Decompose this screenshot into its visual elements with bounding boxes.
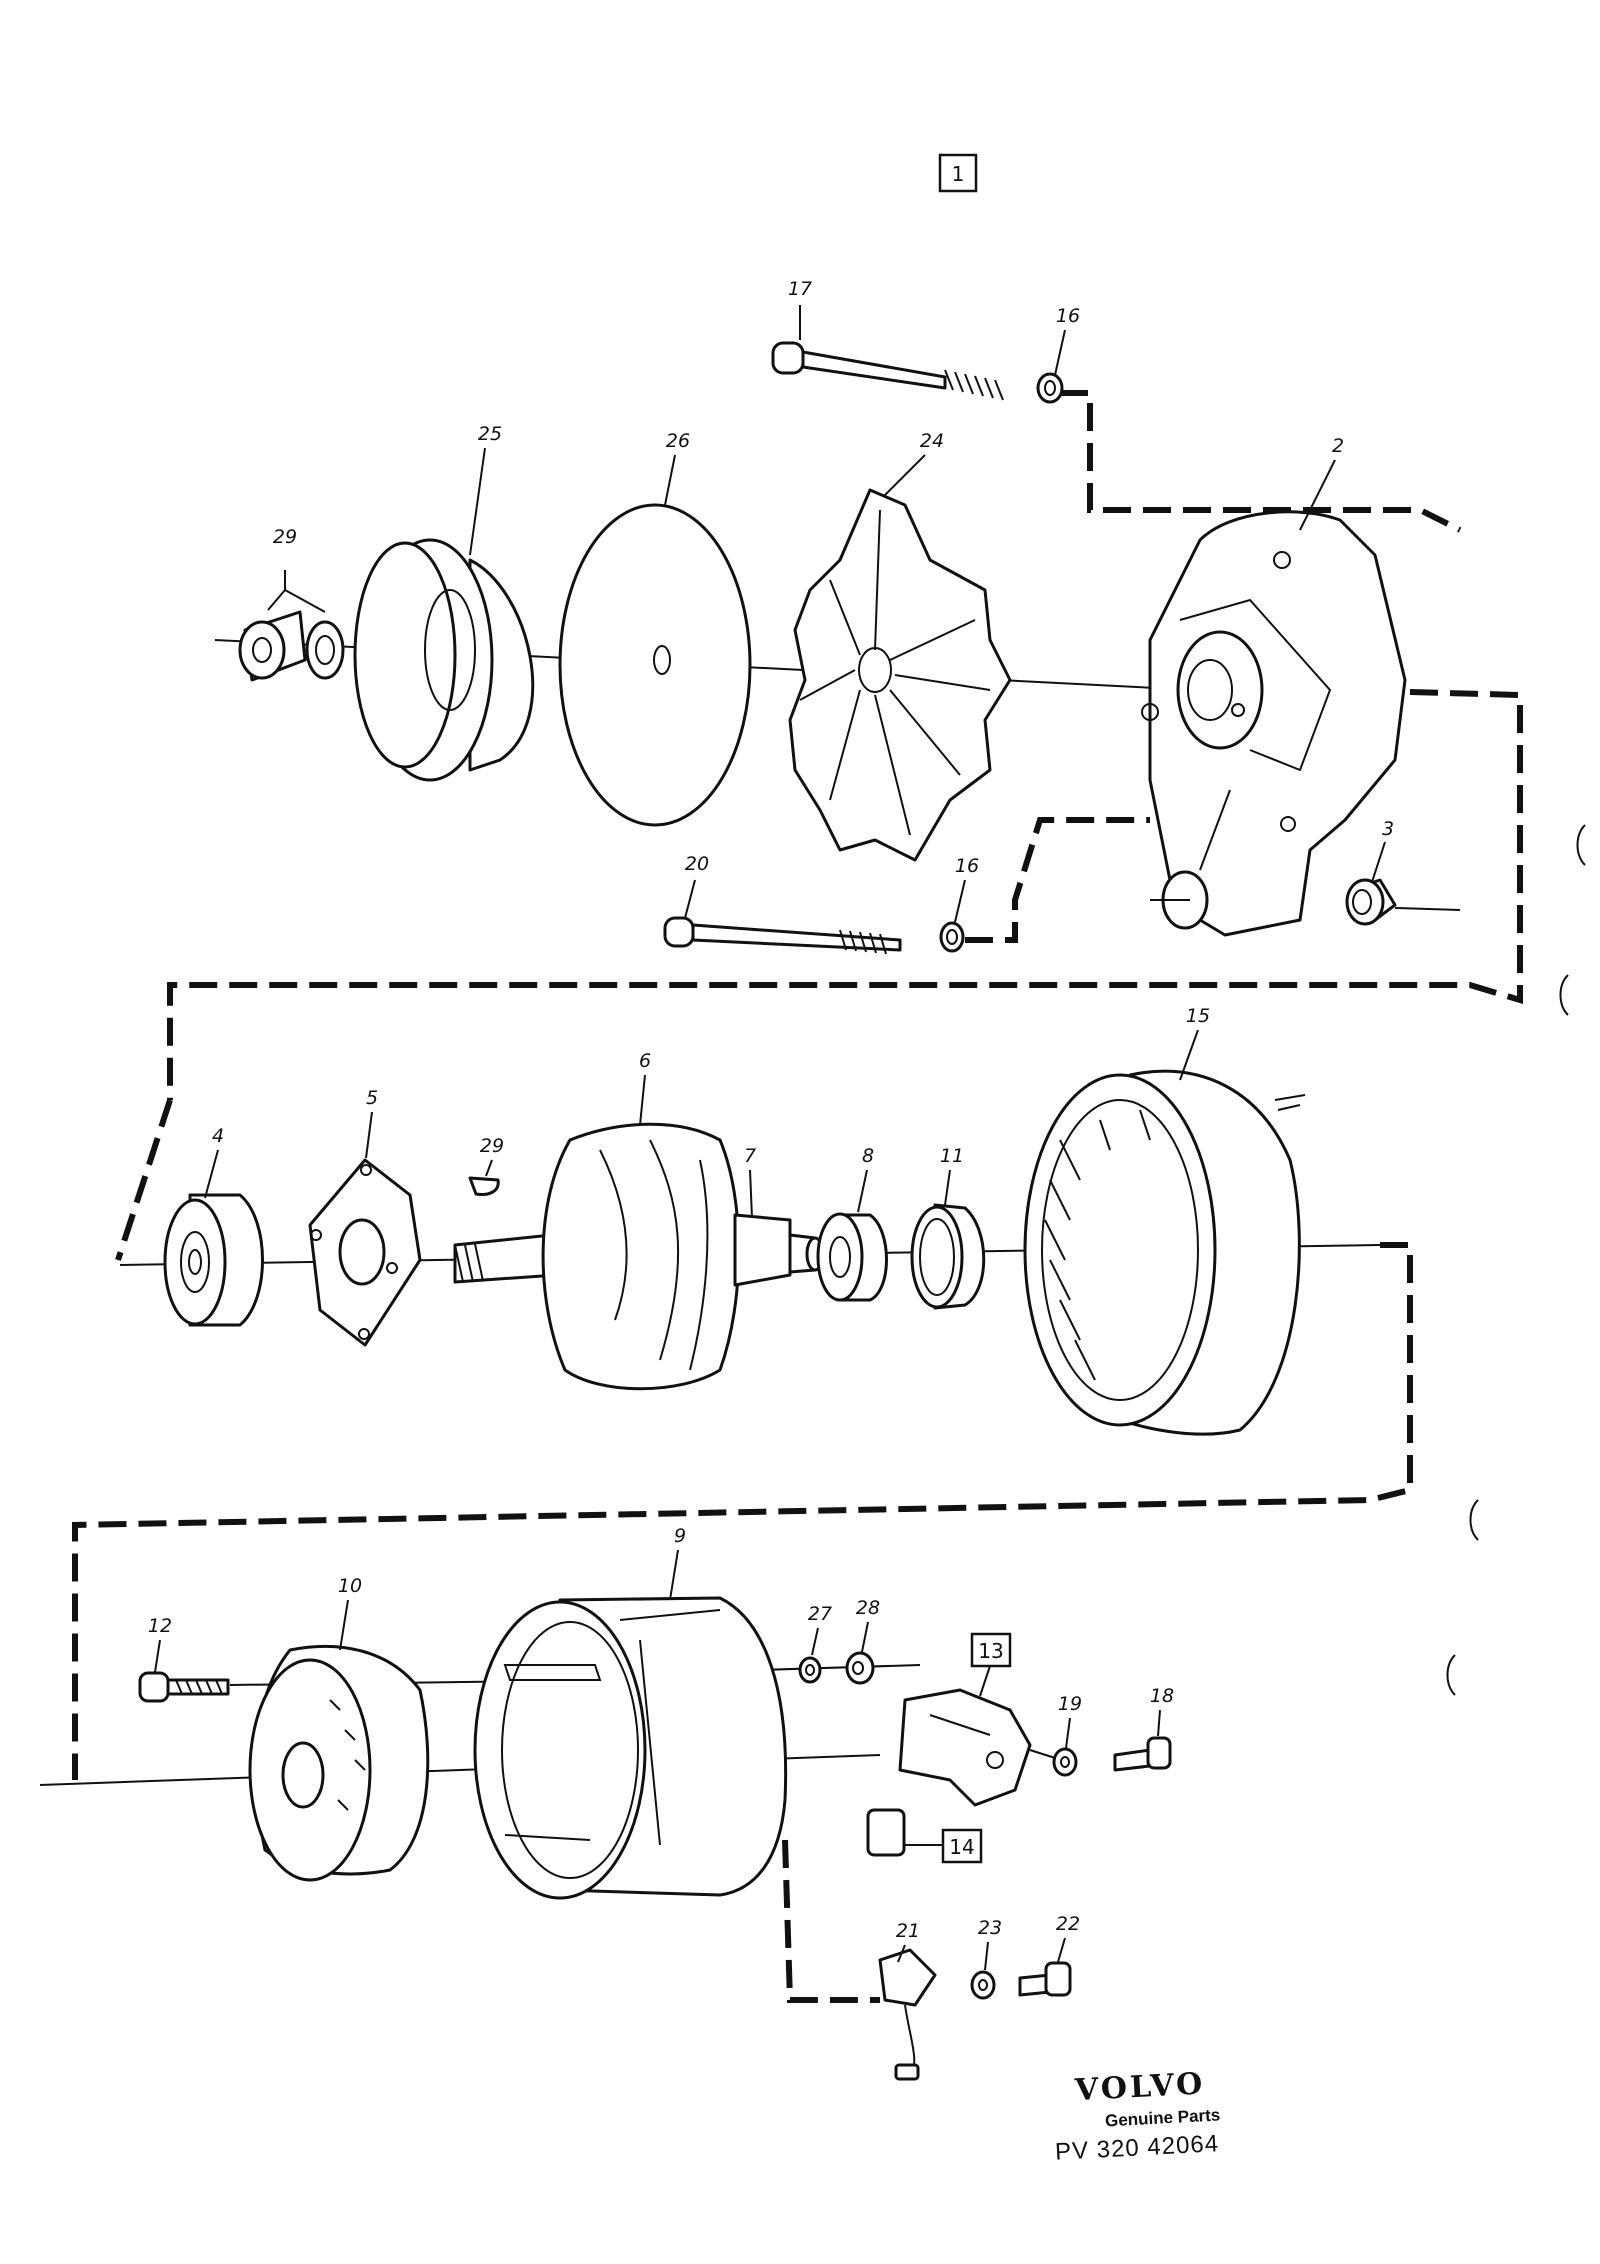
disc-26 [558, 503, 752, 827]
callout-17: 17 [788, 278, 812, 300]
callout-5: 5 [366, 1087, 378, 1109]
volvo-brand-block: VOLVO Genuine Parts PV 320 42064 [1054, 2066, 1275, 2165]
dashed-connector [72, 1242, 1413, 1780]
part-sheet-code: PV 320 42064 [1054, 2130, 1220, 2166]
bolt-20 [663, 916, 902, 955]
plate-5 [308, 1158, 422, 1347]
dashed-connector [167, 689, 1523, 1100]
dashed-connector [782, 1839, 880, 2003]
screw-18 [1113, 1736, 1172, 1772]
axis-line [759, 1664, 921, 1671]
ring-11 [910, 1203, 986, 1310]
callout-3: 3 [1382, 818, 1394, 840]
bearing-8 [816, 1212, 888, 1302]
callout-24: 24 [920, 430, 944, 452]
housing-2 [1141, 510, 1407, 937]
nut-29 [238, 610, 307, 682]
margin-mark [1446, 1654, 1456, 1696]
group-label-box: 1 [938, 153, 978, 193]
terminal-21 [878, 1948, 937, 2081]
fan-24 [788, 488, 1012, 862]
washer-16-bottom [939, 921, 965, 953]
callout-16-top: 16 [1056, 305, 1080, 327]
stator-15 [1023, 1069, 1306, 1436]
callout-25: 25 [478, 423, 502, 445]
group-label: 1 [952, 162, 965, 186]
callout-29-top: 29 [273, 526, 297, 548]
key-29 [468, 1176, 500, 1196]
callout-10: 10 [338, 1575, 362, 1597]
callout-27: 27 [808, 1603, 832, 1625]
margin-mark [1469, 1499, 1479, 1541]
callout-18: 18 [1150, 1685, 1174, 1707]
callout-9: 9 [674, 1525, 686, 1547]
volvo-logo: VOLVO [1074, 2066, 1207, 2109]
nut-28 [845, 1651, 875, 1685]
bearing-4 [163, 1193, 264, 1327]
rotor-6 [453, 1122, 825, 1391]
dashed-connector [965, 817, 1150, 943]
washer-16-top [1036, 372, 1064, 404]
callout-23: 23 [978, 1917, 1002, 1939]
rectifier-10 [248, 1644, 430, 1882]
pulley-25 [353, 538, 535, 782]
axis-line [1394, 907, 1461, 911]
callout-19: 19 [1058, 1693, 1082, 1715]
dashed-connector [115, 1099, 173, 1261]
margin-mark [1559, 974, 1569, 1016]
callout-29-mid: 29 [480, 1135, 504, 1157]
callout-16-bottom: 16 [955, 855, 979, 877]
callout-4: 4 [212, 1125, 224, 1147]
callout-2: 2 [1332, 435, 1344, 457]
callout-8: 8 [862, 1145, 874, 1167]
housing-9 [473, 1596, 788, 1900]
callout-6: 6 [639, 1050, 651, 1072]
brush-14 [866, 1808, 906, 1857]
screw-12 [138, 1671, 230, 1703]
screw-22 [1018, 1961, 1072, 1997]
washer-19 [1052, 1747, 1078, 1777]
margin-mark [1576, 824, 1586, 866]
regulator-13 [898, 1688, 1032, 1807]
bushing-3 [1345, 878, 1397, 926]
bolt-17 [771, 341, 1004, 401]
callout-21: 21 [896, 1920, 920, 1942]
callout-26: 26 [666, 430, 690, 452]
washer-29 [305, 620, 345, 680]
callout-7: 7 [744, 1145, 756, 1167]
box-14 [941, 1828, 983, 1864]
callout-15: 15 [1186, 1005, 1210, 1027]
brand-subtitle: Genuine Parts [1104, 2105, 1221, 2131]
washer-27 [798, 1656, 822, 1684]
washer-23 [970, 1970, 996, 2000]
callout-22: 22 [1056, 1913, 1080, 1935]
callout-11: 11 [940, 1145, 964, 1167]
axis-line [1029, 1749, 1056, 1759]
dashed-connector [1060, 390, 1462, 533]
leader-lines [154, 305, 1386, 1971]
box-13 [970, 1632, 1012, 1668]
callout-20: 20 [685, 853, 709, 875]
callout-12: 12 [148, 1615, 172, 1637]
callout-13: 13 [978, 1639, 1003, 1663]
callout-28: 28 [856, 1597, 880, 1619]
callout-14: 14 [949, 1835, 974, 1859]
